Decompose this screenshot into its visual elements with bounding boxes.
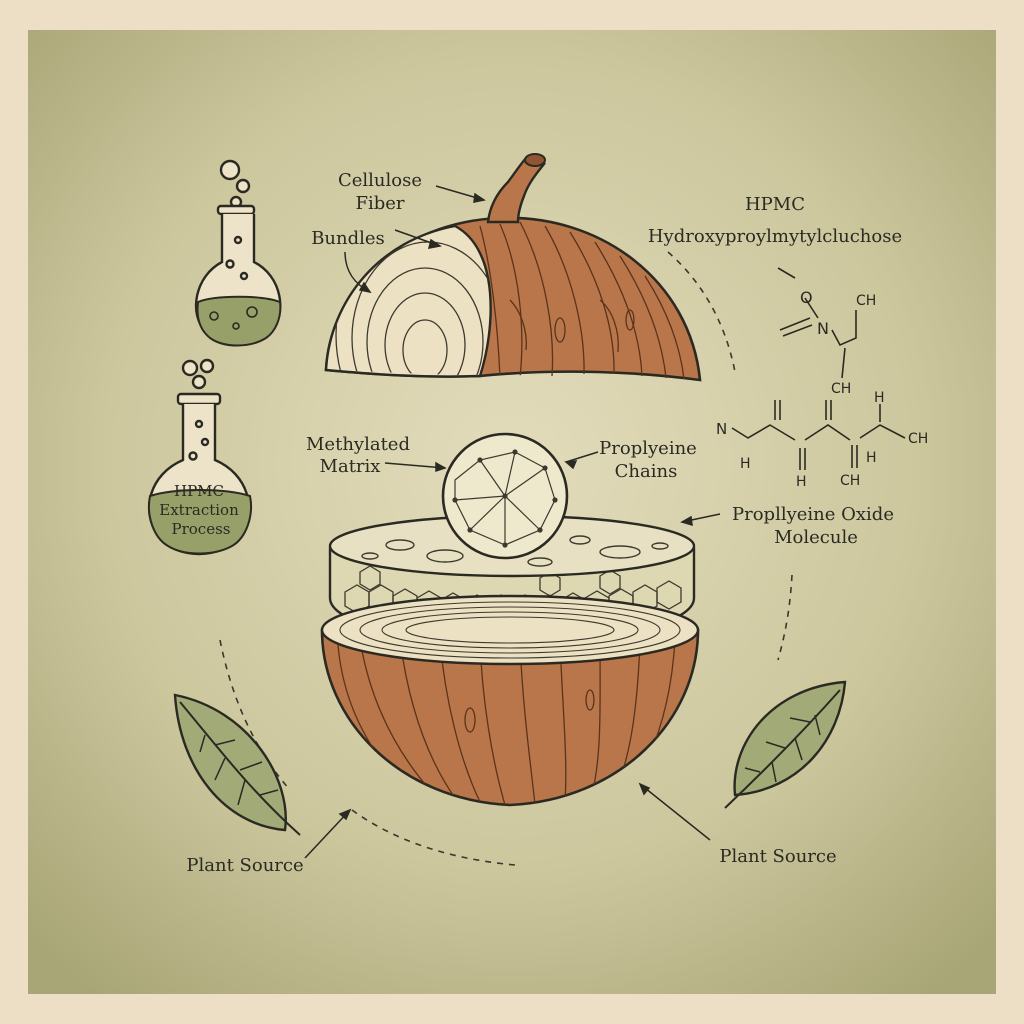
label-cellulose-line1: Cellulose (338, 170, 422, 191)
label-flask-line3: Process (172, 520, 231, 538)
plant-bowl-bottom (320, 594, 700, 807)
label-hpmc-name: Hydroxyproylmytylcluchose (648, 226, 902, 247)
dashed-arc-top-right (667, 251, 736, 373)
label-bundles: Bundles (311, 228, 385, 249)
dashed-arc-left (219, 639, 291, 791)
label-oxide-line2: Molecule (774, 527, 858, 548)
label-chains-line2: Chains (615, 461, 678, 482)
label-methylated-line1: Methylated (306, 434, 410, 455)
leaf-icon-right (724, 680, 847, 809)
chemical-structure (731, 267, 906, 470)
label-oxide-line1: Propllyeine Oxide (732, 504, 894, 525)
flask-icon-top (194, 159, 282, 347)
label-cellulose-line2: Fiber (355, 193, 404, 214)
plant-dome-top (324, 153, 702, 382)
atom-h2: H (796, 474, 807, 490)
atom-ch-right: CH (908, 431, 928, 447)
atom-h-right: H (866, 450, 877, 466)
label-flask-line1: HPMC (174, 482, 224, 500)
disc-surface-cells (361, 535, 669, 567)
label-plant-source-right: Plant Source (719, 846, 836, 867)
leader-arrows (304, 185, 721, 859)
molecule-sphere (441, 432, 569, 560)
chemical-atoms: O N CH CH N H H H H CH CH (716, 288, 928, 490)
atom-ch-top: CH (856, 293, 876, 309)
atom-o: O (800, 288, 813, 307)
stem-tip (524, 153, 546, 167)
atom-ch-mid: CH (831, 381, 851, 397)
dashed-arc-bottom (351, 809, 516, 866)
wood-grain-top (479, 221, 685, 380)
atom-h1: H (740, 456, 751, 472)
leaf-icon-left (173, 693, 301, 836)
atom-n2: N (716, 420, 727, 438)
flask-icon-extraction (148, 358, 252, 556)
bowl-rim-rings (320, 594, 700, 666)
label-methylated-line2: Matrix (320, 456, 381, 477)
label-hpmc-title: HPMC (745, 194, 805, 215)
label-plant-source-left: Plant Source (186, 855, 303, 876)
atom-n1: N (817, 319, 829, 338)
label-chains-line1: Proplyeine (599, 438, 697, 459)
atom-ch-bottom: CH (840, 473, 860, 489)
label-flask-line2: Extraction (159, 501, 239, 519)
atom-h3: H (874, 390, 885, 406)
labels: Cellulose Fiber Bundles HPMC Hydroxyproy… (159, 170, 902, 876)
